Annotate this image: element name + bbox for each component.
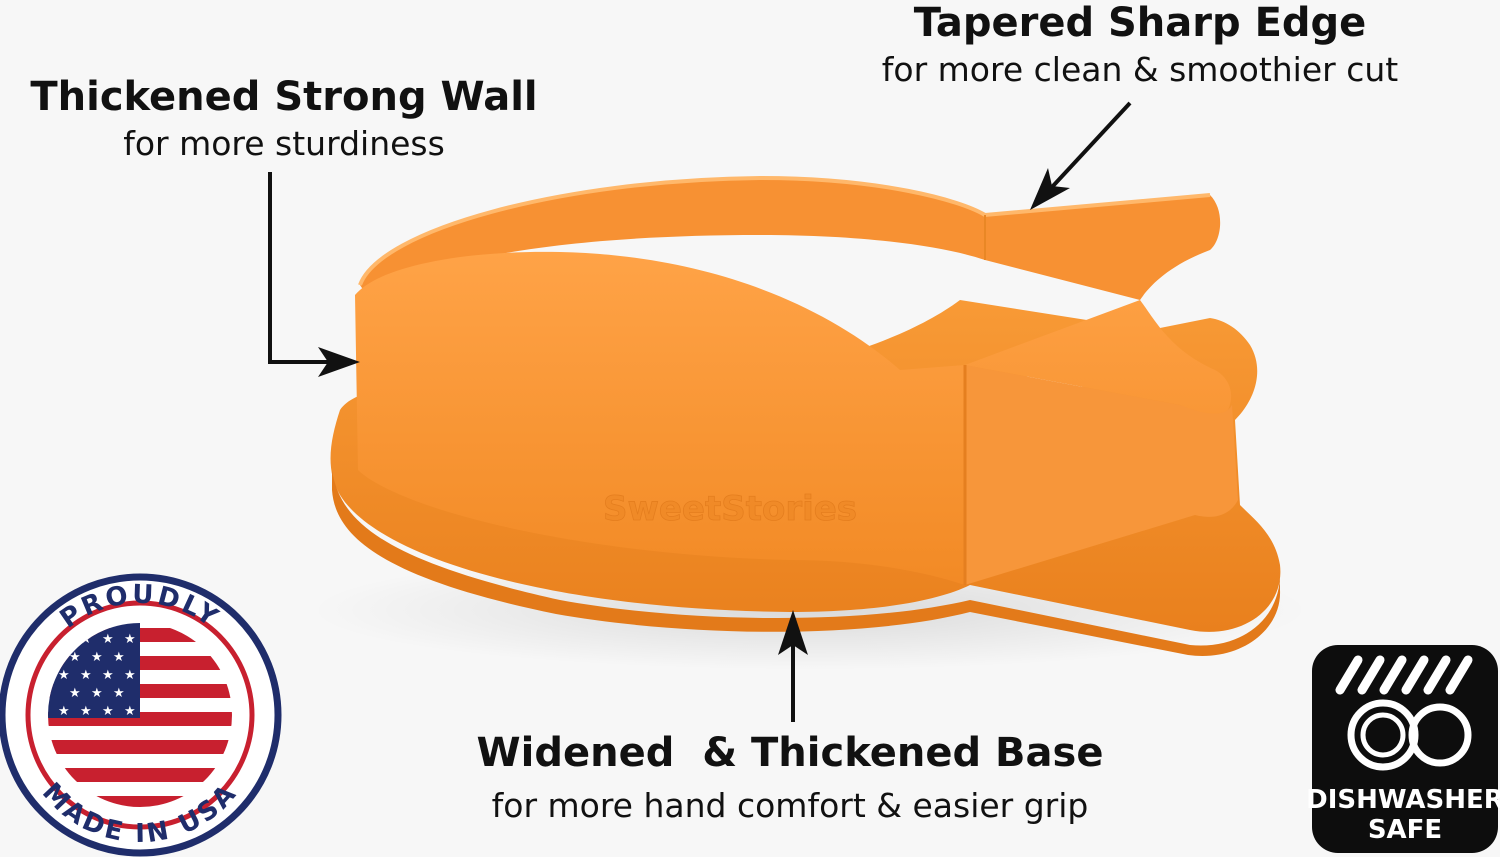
svg-text:★: ★ xyxy=(91,686,103,701)
svg-text:★: ★ xyxy=(69,650,81,665)
svg-text:★: ★ xyxy=(124,704,136,719)
dishwasher-line1: DISHWASHER xyxy=(1306,785,1500,815)
callout-edge-subtitle: for more clean & smoothier cut xyxy=(881,50,1399,89)
svg-text:★: ★ xyxy=(80,668,92,683)
cutter-tail-wall xyxy=(965,365,1238,585)
dishwasher-plates-icon xyxy=(1335,655,1473,695)
callout-wall-title: Thickened Strong Wall xyxy=(30,74,538,120)
callout-base-subtitle: for more hand comfort & easier grip xyxy=(491,786,1089,825)
arrow-icon xyxy=(268,172,345,364)
svg-text:★: ★ xyxy=(113,650,125,665)
arrow-icon xyxy=(778,610,808,655)
embossed-brand: SweetStories xyxy=(603,489,857,529)
arrow-icon xyxy=(318,347,360,377)
arrow-icon xyxy=(1038,101,1132,202)
svg-text:★: ★ xyxy=(124,632,136,647)
cutter-back-wall xyxy=(360,178,1221,300)
callout-sharp-edge: Tapered Sharp Edge for more clean & smoo… xyxy=(850,0,1430,90)
cutter-base-edge xyxy=(332,470,1281,656)
plates-icon xyxy=(1347,699,1472,771)
callout-edge-title: Tapered Sharp Edge xyxy=(913,0,1367,46)
cutter-rim-highlight xyxy=(358,175,1211,286)
callout-wall-subtitle: for more sturdiness xyxy=(123,124,445,163)
svg-text:★: ★ xyxy=(102,704,114,719)
made-in-usa-badge: ★★★★ ★★★ ★★★★ ★★★ ★★★★ PROUDLY MADE IN U… xyxy=(0,573,282,857)
svg-text:★: ★ xyxy=(113,686,125,701)
svg-text:★: ★ xyxy=(91,650,103,665)
svg-text:★: ★ xyxy=(58,704,70,719)
us-flag-icon: ★★★★ ★★★ ★★★★ ★★★ ★★★★ xyxy=(48,623,232,807)
dishwasher-safe-badge: DISHWASHER SAFE xyxy=(1306,645,1500,853)
callout-base-title: Widened & Thickened Base xyxy=(476,730,1104,776)
svg-text:★: ★ xyxy=(69,686,81,701)
arrow-icon xyxy=(1030,168,1070,210)
svg-text:★: ★ xyxy=(124,668,136,683)
svg-text:★: ★ xyxy=(80,704,92,719)
svg-text:★: ★ xyxy=(102,668,114,683)
callout-strong-wall: Thickened Strong Wall for more sturdines… xyxy=(24,74,544,164)
svg-text:★: ★ xyxy=(102,632,114,647)
dishwasher-line2: SAFE xyxy=(1368,815,1442,845)
callout-thickened-base: Widened & Thickened Base for more hand c… xyxy=(460,730,1120,826)
svg-text:★: ★ xyxy=(58,668,70,683)
cutter-front-wall xyxy=(355,251,1232,585)
